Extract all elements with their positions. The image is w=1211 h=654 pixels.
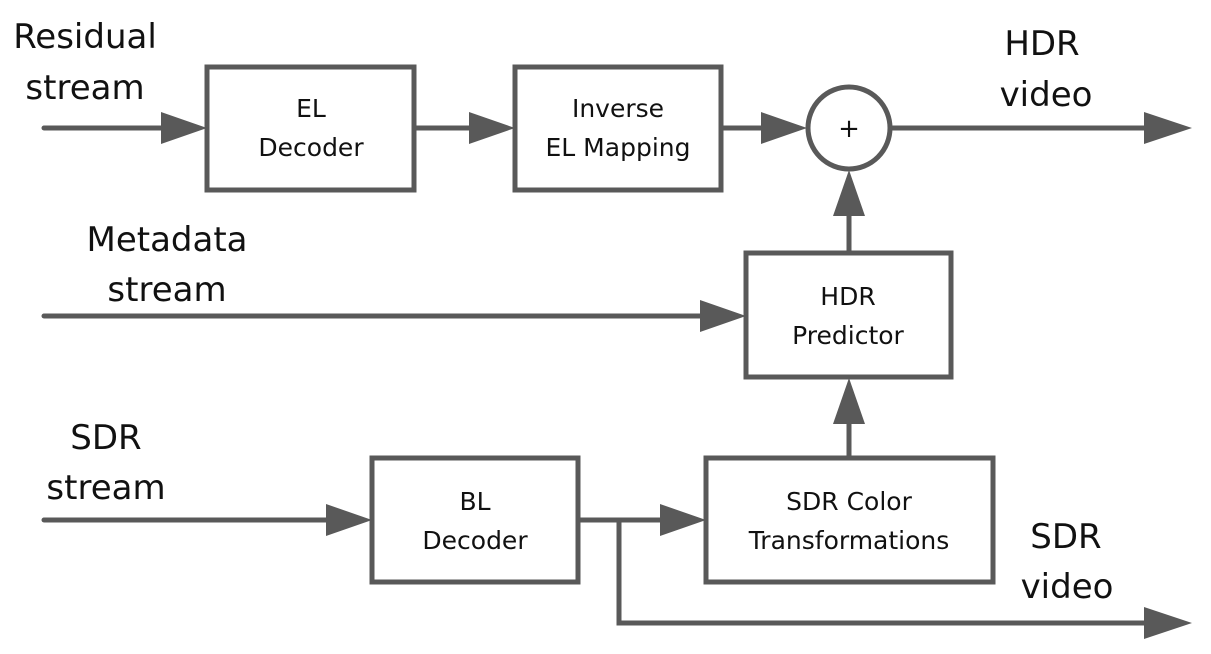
arrowhead-sdr-stream — [326, 504, 372, 536]
hdr-predictor-label-1: HDR — [820, 282, 875, 311]
inverse-el-mapping-block — [512, 64, 724, 193]
bl-decoder-label-1: BL — [459, 487, 490, 516]
inverse-el-mapping-label-1: Inverse — [572, 94, 664, 123]
residual-stream-label-2: stream — [25, 68, 144, 108]
sdr-stream-label-2: stream — [46, 468, 165, 508]
residual-stream-label-1: Residual — [13, 17, 157, 57]
summation-symbol: + — [838, 114, 860, 144]
arrowhead-predictor-to-sum — [833, 170, 865, 216]
arrowhead-residual — [161, 112, 207, 144]
hdr-predictor-block — [743, 250, 954, 380]
arrowhead-hdr-video — [1144, 112, 1192, 144]
metadata-stream-label-2: stream — [107, 270, 226, 310]
sdr-color-transformations-block — [703, 455, 996, 585]
arrowhead-metadata — [700, 300, 746, 332]
sdr-color-transformations-label-1: SDR Color — [786, 487, 912, 516]
arrowhead-sdr-video — [1144, 607, 1192, 639]
sdr-video-line — [616, 517, 1151, 626]
arrowhead-inverse-to-sum — [761, 112, 807, 144]
arrowhead-sdrcolor-to-predictor — [833, 378, 865, 424]
hdr-video-label-1: HDR — [1004, 24, 1079, 64]
arrowhead-el-to-inverse — [469, 112, 515, 144]
sdr-video-label-1: SDR — [1030, 517, 1101, 557]
el-decoder-label-2: Decoder — [258, 133, 364, 162]
sdr-color-transformations-label-2: Transformations — [748, 526, 950, 555]
summation-node — [805, 84, 893, 172]
el-decoder-block — [204, 64, 417, 193]
inverse-el-mapping-label-2: EL Mapping — [546, 133, 691, 162]
hdr-predictor-label-2: Predictor — [792, 321, 904, 350]
el-decoder-label-1: EL — [296, 94, 326, 123]
sdr-video-label-2: video — [1021, 567, 1114, 607]
arrowhead-bl-to-sdrcolor — [660, 504, 706, 536]
sdr-stream-label-1: SDR — [70, 418, 141, 458]
bl-decoder-block — [369, 455, 581, 585]
bl-decoder-label-2: Decoder — [422, 526, 528, 555]
metadata-stream-label-1: Metadata — [86, 220, 247, 260]
hdr-video-label-2: video — [1000, 75, 1093, 115]
